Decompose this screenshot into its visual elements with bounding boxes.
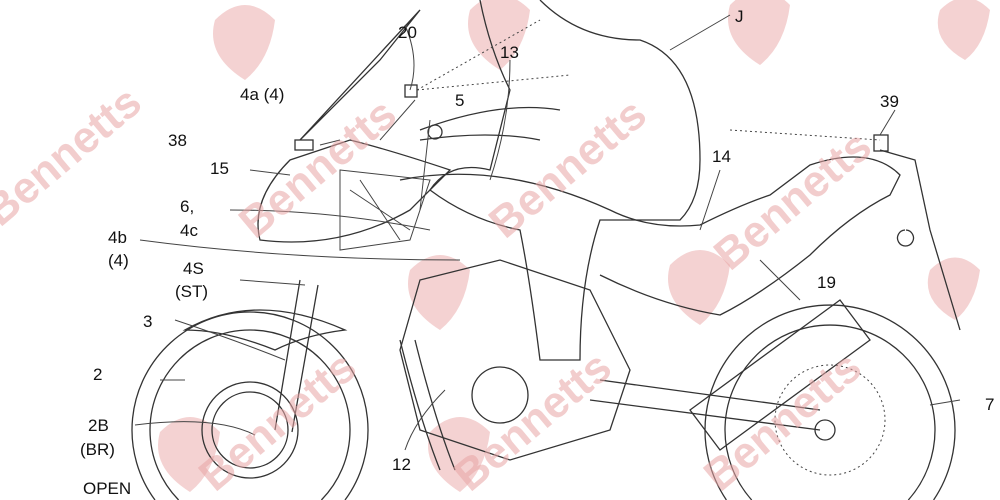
engine-cover: [471, 366, 529, 424]
part-38: [294, 139, 314, 151]
front-fork: [274, 279, 319, 433]
rear-wheel: [704, 304, 956, 500]
label-13: 13: [500, 43, 519, 62]
rider-arm: [419, 106, 561, 141]
front-fairing: [257, 139, 452, 243]
dotted-sight-lines: [416, 19, 881, 141]
label-2B: 2B: [88, 416, 109, 435]
rider-outline: [429, 0, 701, 361]
label-38: 38: [168, 131, 187, 150]
label-4b: 4b: [108, 228, 127, 247]
reference-labels: 20 13 J 5 4a (4) 39 38 15 14 6, 4c 4b (4…: [80, 7, 994, 498]
label-15: 15: [210, 159, 229, 178]
label-12: 12: [392, 455, 411, 474]
label-39: 39: [880, 92, 899, 111]
svg-text:Bennetts: Bennetts: [0, 77, 151, 236]
svg-text:Bennetts: Bennetts: [230, 89, 406, 248]
label-4c: 4c: [180, 221, 198, 240]
frame-hatched: [339, 169, 431, 251]
muffler: [689, 299, 871, 451]
svg-text:Bennetts: Bennetts: [695, 342, 871, 500]
label-6: 6,: [180, 197, 194, 216]
label-J: J: [735, 7, 744, 26]
label-BR: (BR): [80, 440, 115, 459]
handle-grip: [427, 124, 443, 140]
label-open: OPEN: [83, 479, 131, 498]
label-2: 2: [93, 365, 102, 384]
windscreen: [299, 9, 421, 141]
front-wheel: [131, 311, 369, 500]
label-3: 3: [143, 312, 152, 331]
rear-fender: [879, 149, 961, 331]
exhaust-pipe: [399, 339, 456, 471]
label-19: 19: [817, 273, 836, 292]
part-39: [873, 134, 889, 152]
label-7: 7: [985, 395, 994, 414]
front-fender: [182, 309, 348, 351]
label-20: 20: [398, 23, 417, 42]
label-14: 14: [712, 147, 731, 166]
watermark-logos: [158, 0, 990, 492]
label-4S: 4S: [183, 259, 204, 278]
leader-lines: [134, 14, 961, 451]
svg-text:Bennetts: Bennetts: [705, 121, 881, 280]
engine: [399, 259, 631, 461]
seat-tail: [399, 156, 901, 316]
label-4a: 4a (4): [240, 85, 284, 104]
label-ST: (ST): [175, 282, 208, 301]
label-5: 5: [455, 91, 464, 110]
label-4b-paren: (4): [108, 251, 129, 270]
